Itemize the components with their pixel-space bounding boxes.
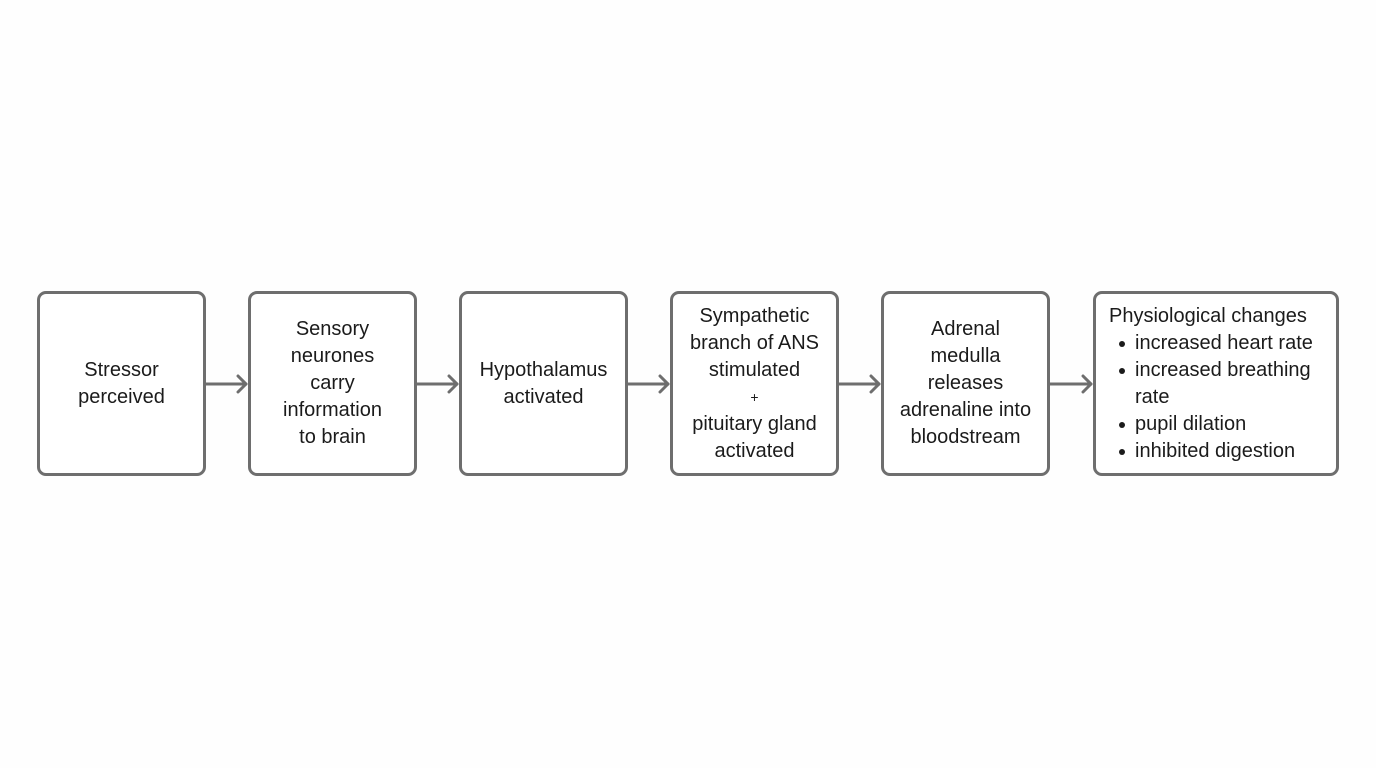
list-item: pupil dilation [1117,411,1325,438]
step-text-line: bloodstream [910,426,1021,448]
step-text-line: branch of ANS [690,331,819,354]
arrow-2-to-3 [415,374,459,394]
arrow-1-to-2 [204,374,248,394]
plus-sign: + [750,388,759,405]
step-text-line: to brain [299,426,366,448]
list-item: increased breathing rate [1117,357,1325,411]
step-text-line: medulla [930,345,1001,367]
list-item-text: increased breathing rate [1135,358,1311,408]
physiological-changes-heading: Physiological changes [1109,304,1307,327]
list-item: inhibited digestion [1117,438,1325,465]
step-physiological-changes: Physiological changes increased heart ra… [1093,291,1339,476]
bullet-dot-icon [1119,421,1125,428]
bullet-dot-icon [1119,448,1125,455]
list-item: increased heart rate [1117,330,1325,357]
list-item-text: inhibited digestion [1135,439,1296,462]
step-text-line: stimulated [708,358,801,381]
step-text-line: Sympathetic [699,304,810,327]
step-text-line: information [283,399,382,421]
bullet-dot-icon [1119,367,1125,374]
step-text-line: Sensory [295,318,370,340]
list-item-text: increased heart rate [1135,331,1313,354]
step-stressor-perceived: Stressor perceived [37,291,206,476]
step-text-line: Adrenal [931,318,1000,340]
step-text-line: activated [503,385,584,408]
bullet-dot-icon [1119,340,1125,347]
step-text-line: releases [927,372,1004,394]
arrow-3-to-4 [626,374,670,394]
step-text-line: carry [310,372,355,394]
list-item-text: pupil dilation [1135,412,1247,435]
step-text-line: perceived [78,385,165,408]
step-text-line: Stressor [84,358,159,381]
step-text-line: neurones [290,345,375,367]
step-sympathetic-and-pituitary: Sympathetic branch of ANS stimulated + p… [670,291,839,476]
step-text-line: pituitary gland [692,412,817,435]
arrow-4-to-5 [837,374,881,394]
step-text-line: adrenaline into [899,399,1032,421]
step-hypothalamus-activated: Hypothalamus activated [459,291,628,476]
step-text-line: activated [714,439,795,462]
arrow-5-to-6 [1048,374,1093,394]
physiological-changes-list: increased heart rate increased breathing… [1109,330,1325,465]
step-sensory-neurones: Sensory neurones carry information to br… [248,291,417,476]
step-adrenal-medulla: Adrenal medulla releases adrenaline into… [881,291,1050,476]
step-text-line: Hypothalamus [479,358,608,381]
